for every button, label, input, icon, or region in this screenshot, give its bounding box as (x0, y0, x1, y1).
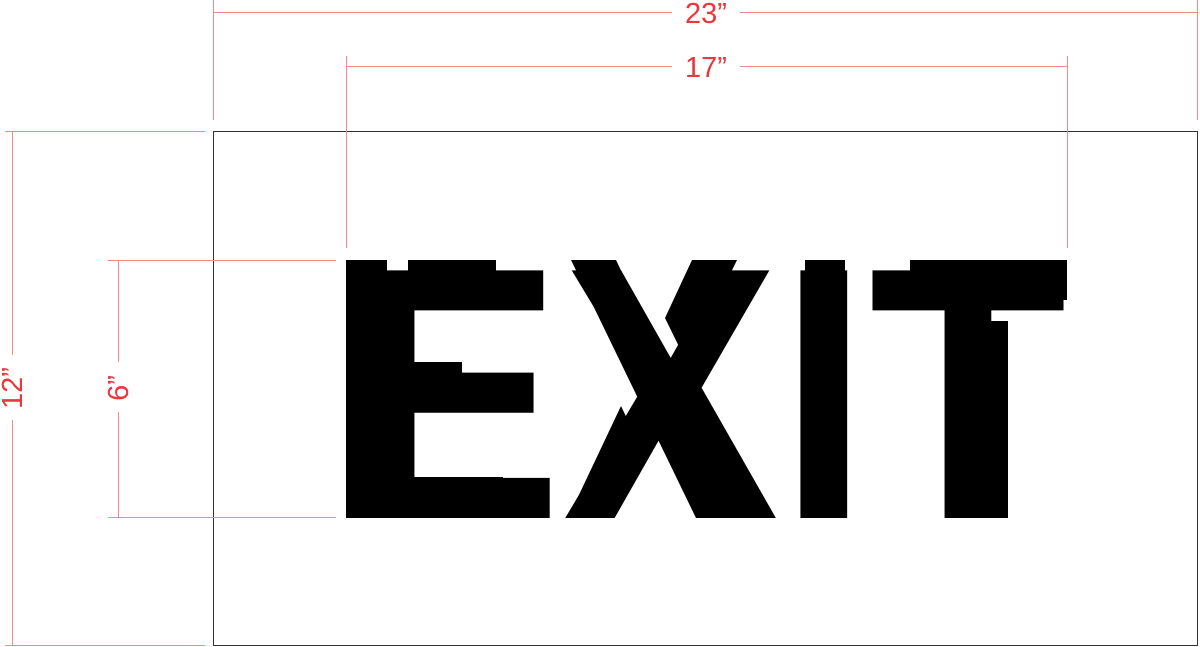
overall-width-label: 23” (685, 0, 727, 30)
overall-height-label: 12” (0, 367, 29, 409)
dimension-overall-height: 12” (0, 131, 205, 646)
dimension-text-height: 6” (103, 260, 336, 518)
stencil-letter-t (910, 260, 1067, 518)
dimension-overall-width: 23” (213, 0, 1198, 120)
stencil-letter-x (568, 260, 740, 518)
stencil-letter-i (805, 260, 845, 518)
text-width-label: 17” (685, 52, 727, 84)
stencil-letter-e (346, 260, 503, 518)
dimension-text-width: 17” (346, 52, 1068, 248)
text-height-label: 6” (103, 375, 135, 401)
